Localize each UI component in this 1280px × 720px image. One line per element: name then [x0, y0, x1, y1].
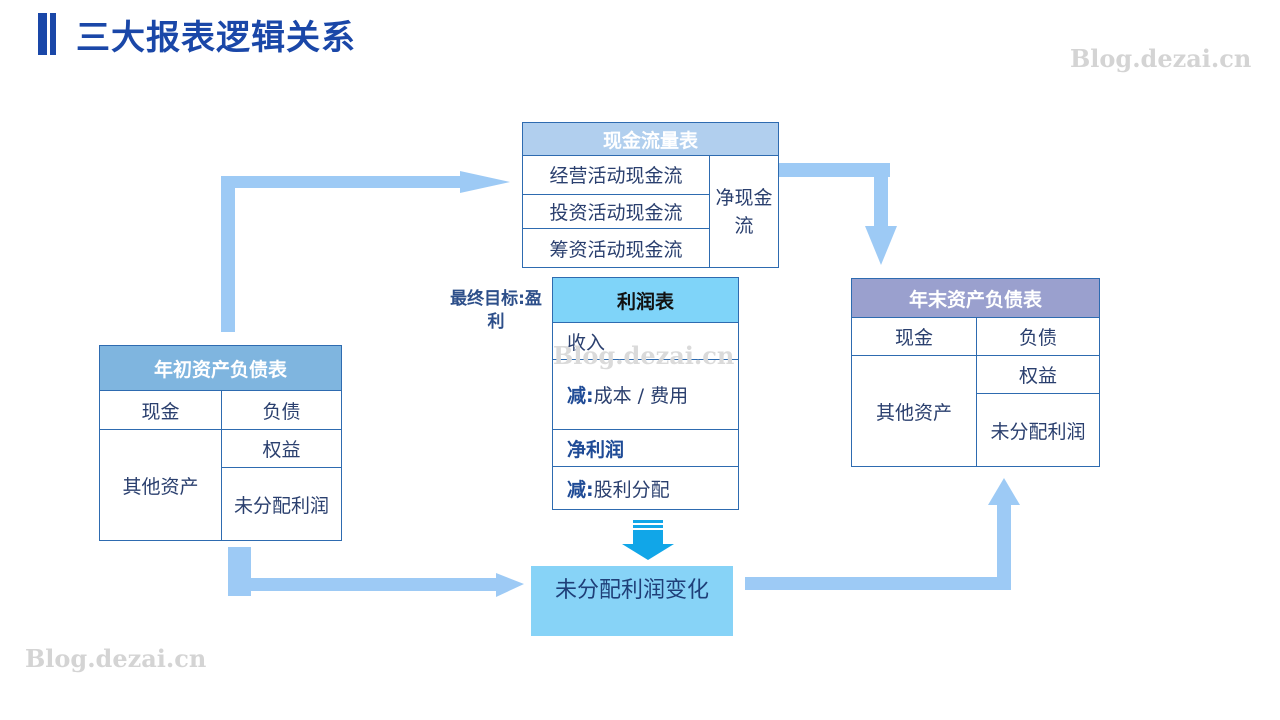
arrow-opening-right-shaft	[221, 176, 461, 188]
arrow-opening-up-shaft	[221, 176, 235, 332]
watermark-center: Blog.dezai.cn	[553, 341, 735, 370]
cash-flow-net: 净现金流	[715, 186, 773, 237]
retained-earnings-change-box: 未分配利润变化	[531, 566, 733, 636]
opening-equity: 权益	[262, 439, 301, 461]
arrow-change-up-shaft	[997, 500, 1011, 590]
income-less-dividends: 减: 股利分配	[553, 467, 738, 509]
opening-balance-table: 年初资产负债表 现金 负债 其他资产 权益 未分配利润	[99, 345, 342, 541]
income-revenue: 收入	[567, 331, 606, 354]
income-less-dividends-value: 股利分配	[593, 478, 670, 501]
arrow-opening-bottom-shaft	[228, 578, 498, 591]
income-less-costs-value: 成本 / 费用	[593, 385, 689, 407]
arrow-change-right-shaft	[745, 577, 1011, 590]
closing-equity: 权益	[1018, 365, 1057, 387]
title-accent-bar-2	[50, 13, 56, 55]
opening-other-assets: 其他资产	[122, 475, 199, 498]
cash-flow-table: 现金流量表 经营活动现金流 投资活动现金流 筹资活动现金流 净现金流	[522, 122, 779, 268]
arrow-cash-right-shaft	[778, 163, 890, 177]
opening-retained-earnings: 未分配利润	[233, 494, 329, 517]
closing-balance-table: 年末资产负债表 现金 负债 其他资产 权益 未分配利润	[851, 278, 1100, 467]
watermark-bottom-left: Blog.dezai.cn	[25, 644, 207, 673]
income-statement-table: 利润表 收入 减: 成本 / 费用 净利润 减: 股利分配	[552, 277, 739, 510]
closing-cash: 现金	[894, 327, 933, 349]
cash-flow-row-operating: 经营活动现金流	[549, 165, 683, 187]
arrow-cash-down-shaft	[874, 163, 888, 227]
watermark-top-right: Blog.dezai.cn	[1070, 44, 1252, 73]
opening-cash: 现金	[141, 400, 180, 423]
arrow-opening-bottom-head	[496, 573, 524, 597]
opening-balance-header: 年初资产负债表	[100, 346, 341, 390]
arrow-income-stripe-1	[633, 520, 663, 523]
arrow-change-up-head	[988, 478, 1020, 505]
income-goal-label: 最终目标:盈利	[450, 289, 542, 332]
income-net-profit: 净利润	[567, 438, 625, 461]
cash-flow-row-investing: 投资活动现金流	[549, 202, 683, 224]
cash-flow-header: 现金流量表	[523, 123, 778, 155]
opening-liabilities: 负债	[262, 400, 301, 423]
arrow-opening-right-head	[460, 171, 510, 193]
closing-liabilities: 负债	[1018, 327, 1057, 349]
title-accent-bar	[38, 13, 47, 55]
arrow-cash-down-head	[865, 226, 897, 265]
closing-other-assets: 其他资产	[875, 401, 952, 424]
closing-balance-header: 年末资产负债表	[852, 279, 1099, 317]
income-less-costs: 减: 成本 / 费用	[553, 360, 738, 429]
closing-retained-earnings: 未分配利润	[990, 420, 1086, 443]
arrow-income-stripe-2	[633, 525, 663, 528]
page-title: 三大报表逻辑关系	[76, 18, 356, 58]
arrow-income-head	[622, 544, 674, 560]
income-less-costs-label: 减:	[567, 385, 594, 407]
income-less-dividends-label: 减:	[567, 478, 594, 501]
income-header: 利润表	[553, 278, 738, 322]
arrow-income-shaft	[633, 530, 663, 544]
cash-flow-row-financing: 筹资活动现金流	[549, 238, 683, 261]
